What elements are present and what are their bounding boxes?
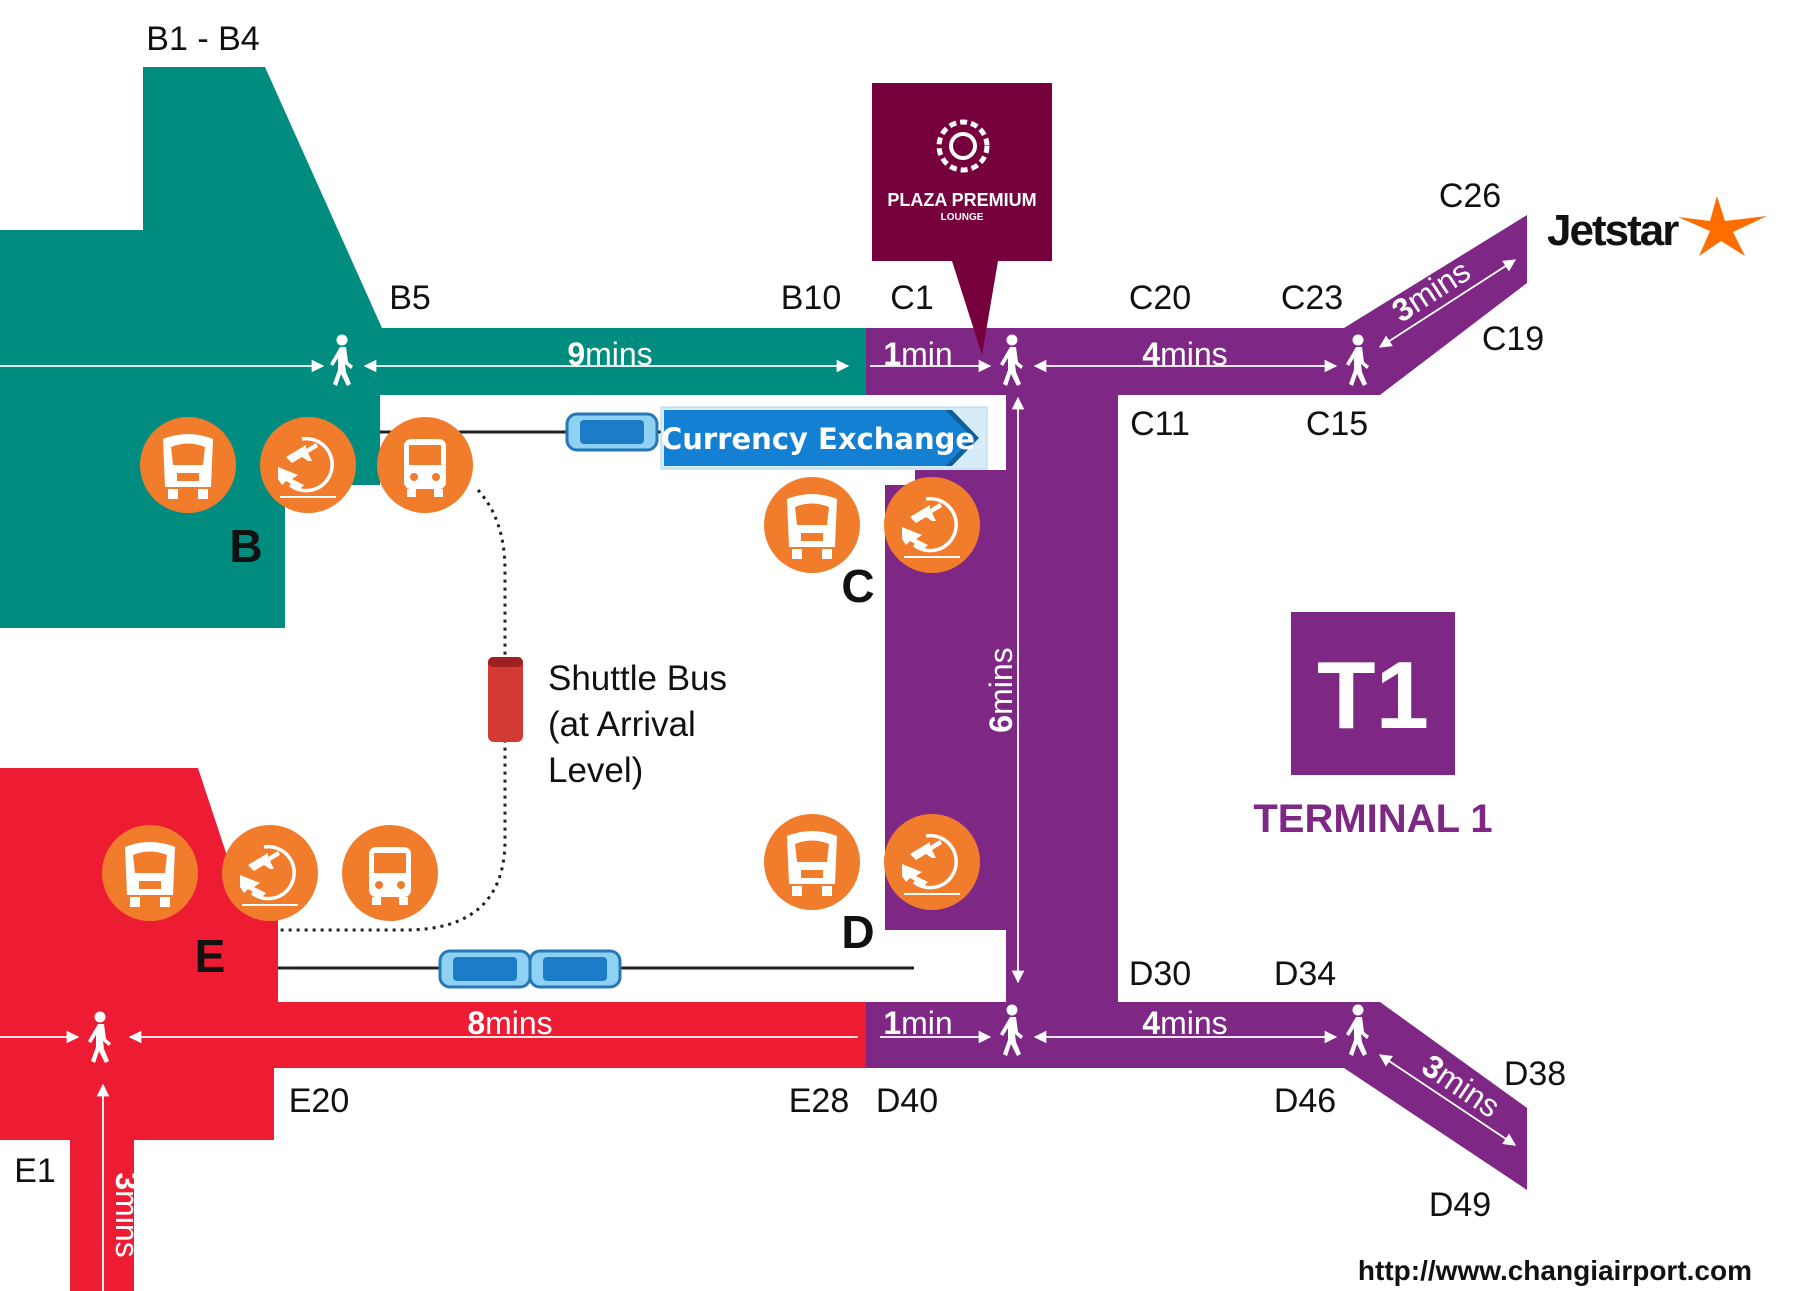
website-url: http://www.changiairport.com [1358,1255,1752,1286]
gate-label: C11 [1130,405,1190,443]
terminal-name: TERMINAL 1 [1253,797,1492,841]
transfer-icon [258,415,358,515]
skytrain-icon [140,417,236,513]
transfer-icon [220,823,320,923]
currency-exchange-sign: Currency Exchange [660,406,988,470]
gate-label: C15 [1306,405,1368,443]
pier-label-d: D [841,906,874,958]
terminal-badge: T1 [1291,612,1455,775]
walk-time-d-mid: 4mins [1142,1005,1227,1041]
gate-label: E1 [14,1152,56,1190]
star-icon [1678,196,1767,256]
gate-label: C19 [1482,320,1544,358]
walk-time-d-start: 1min [883,1005,952,1041]
shuttle-bus-route [278,488,507,932]
shuttle-bus-icon [488,657,523,742]
gate-label: D38 [1504,1055,1566,1093]
shuttle-bus-label: Level) [548,751,643,790]
pier-e-area [0,768,866,1291]
jetstar-logo: Jetstar [1547,196,1767,256]
currency-exchange-label: Currency Exchange [661,422,975,456]
lounge-name: PLAZA PREMIUM [887,190,1036,210]
walk-time-c-start: 1min [883,336,952,372]
skytrain-icon [764,814,860,910]
walk-time-b: 9mins [567,336,652,372]
gate-label: C23 [1281,279,1343,317]
shuttle-bus-label: Shuttle Bus [548,659,727,698]
pier-label-b: B [229,520,262,572]
gate-label: D49 [1429,1186,1491,1224]
walk-time-e-down: 3mins [109,1172,145,1257]
transfer-icon [882,812,982,912]
terminal-badge-text: T1 [1317,642,1429,749]
plaza-premium-lounge: PLAZA PREMIUM LOUNGE [872,83,1052,355]
pier-label-e: E [195,930,226,982]
gate-label: E28 [789,1082,850,1120]
gate-label: B1 - B4 [146,20,259,58]
pier-b-area [0,67,382,628]
gate-label: B5 [389,279,431,317]
gate-label: D30 [1129,955,1191,993]
transfer-icon [882,475,982,575]
shuttle-bus-label: (at Arrival [548,705,696,744]
lounge-logo-icon [936,119,990,173]
gate-label: B10 [781,279,842,317]
jetstar-logo-text: Jetstar [1547,206,1679,255]
pier-label-c: C [841,560,874,612]
gate-label: E20 [289,1082,350,1120]
gate-label: D46 [1274,1082,1336,1120]
gate-label: D34 [1274,955,1336,993]
gate-label: C20 [1129,279,1191,317]
skytrain-icon [764,477,860,573]
gate-label: C26 [1439,177,1501,215]
gate-label: D40 [876,1082,938,1120]
skytrain-car [438,949,622,989]
skytrain-icon [102,825,198,921]
lounge-sub: LOUNGE [941,212,984,223]
walk-time-vertical: 6mins [983,647,1019,732]
skytrain-car [565,412,659,452]
walk-time-c-mid: 4mins [1142,336,1227,372]
bus-icon [342,825,438,921]
gate-label: C1 [890,279,933,317]
walk-time-e: 8mins [467,1005,552,1041]
bus-icon [377,417,473,513]
